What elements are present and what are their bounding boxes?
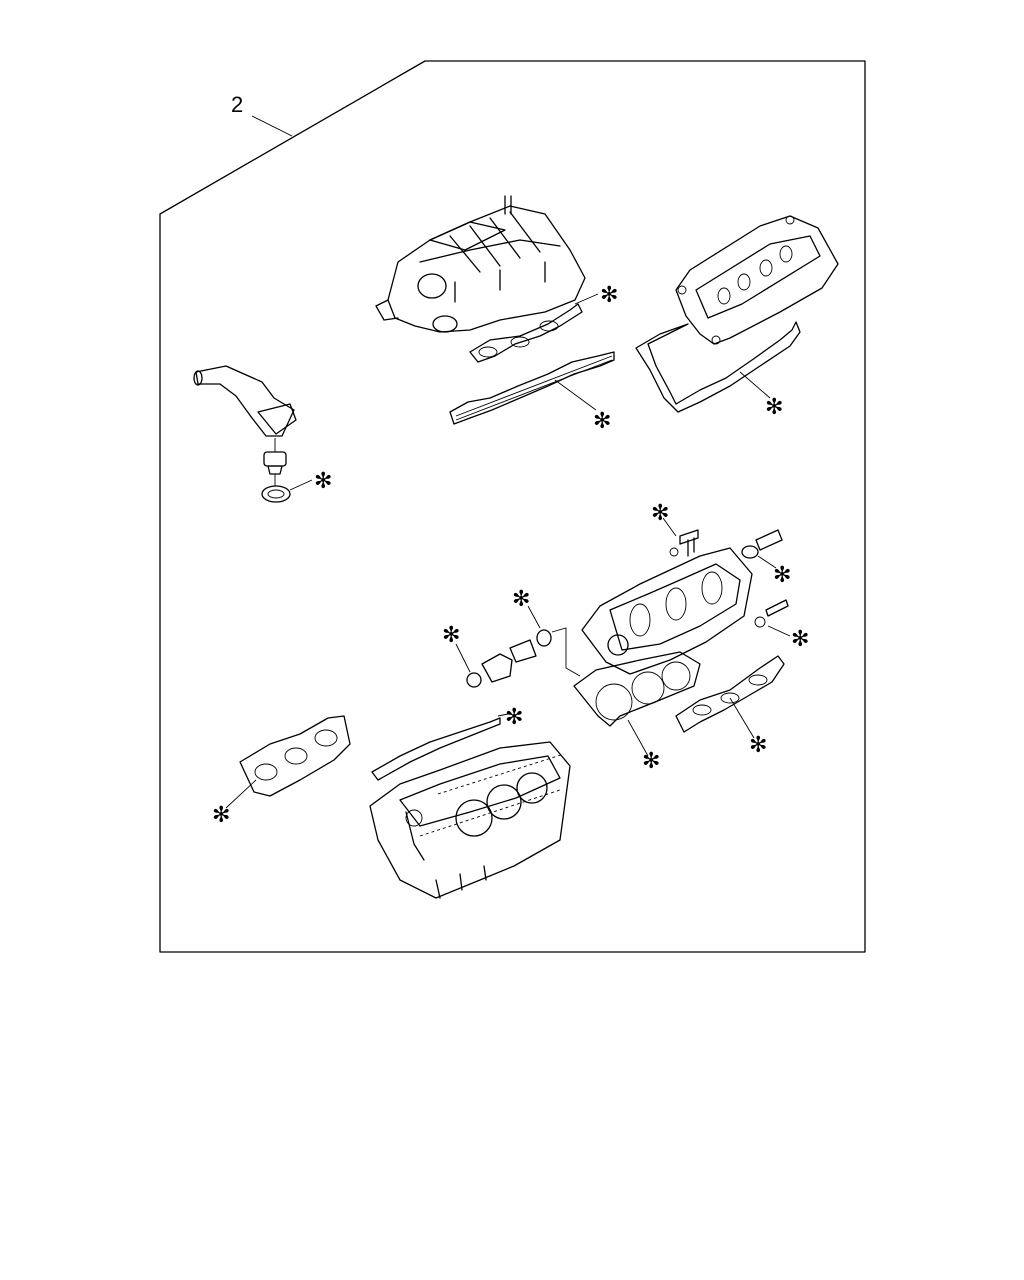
- spark-plug-seal: ✻: [741, 529, 791, 588]
- intake-upper-gasket: ✻: [469, 283, 618, 363]
- sensor-washer: ✻: [261, 469, 332, 503]
- marker-symbol: ✻: [505, 705, 523, 730]
- marker-symbol: ✻: [442, 623, 460, 648]
- head-bolt: ✻: [651, 501, 699, 557]
- marker-symbol: ✻: [593, 409, 611, 434]
- marker-symbol: ✻: [773, 563, 791, 588]
- marker-symbol: ✻: [651, 501, 669, 526]
- o-ring-seal: ✻: [512, 587, 581, 677]
- water-outlet-pipe: [193, 365, 297, 452]
- cylinder-head-gasket: ✻: [573, 651, 701, 774]
- kit-boundary-frame: [159, 60, 866, 953]
- coolant-sensor: [263, 451, 287, 486]
- water-pump-housing: ✻: [442, 623, 537, 688]
- valve-cover: [675, 215, 839, 345]
- marker-symbol: ✻: [642, 749, 660, 774]
- marker-symbol: ✻: [212, 803, 230, 828]
- cylinder-head: [581, 547, 753, 675]
- valve-cover-gasket: ✻: [635, 321, 801, 420]
- lower-intake-gasket: ✻: [449, 351, 615, 434]
- marker-symbol: ✻: [749, 733, 767, 758]
- front-cover-gasket: ✻: [371, 705, 523, 781]
- marker-symbol: ✻: [314, 469, 332, 494]
- callout-number: 2: [231, 92, 243, 117]
- marker-symbol: ✻: [600, 283, 618, 308]
- callout-2: 2: [231, 92, 293, 137]
- intake-manifold: [375, 195, 586, 333]
- marker-symbol: ✻: [791, 627, 809, 652]
- engine-block: [369, 741, 571, 899]
- callout-leader: [251, 115, 293, 137]
- exhaust-gasket-left: ✻: [212, 715, 351, 828]
- marker-symbol: ✻: [765, 395, 783, 420]
- marker-symbol: ✻: [512, 587, 530, 612]
- exhaust-gasket-right: ✻: [675, 655, 785, 758]
- head-stud: ✻: [754, 599, 809, 652]
